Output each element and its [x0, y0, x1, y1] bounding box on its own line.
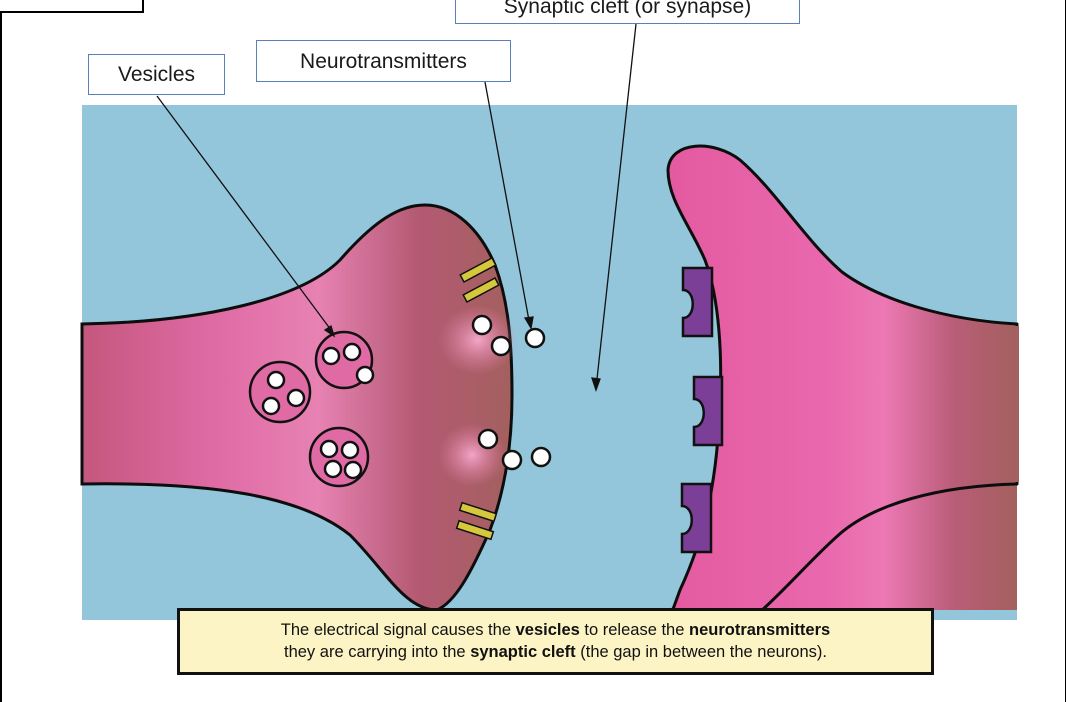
neurotransmitter: [473, 316, 491, 334]
neurotransmitter: [503, 451, 521, 469]
caption-box: The electrical signal causes the vesicle…: [177, 608, 934, 675]
neurotransmitters-label: Neurotransmitters: [256, 40, 511, 82]
vesicle: [250, 362, 310, 422]
caption-line-1: The electrical signal causes the vesicle…: [180, 619, 931, 641]
neurotransmitter: [526, 329, 544, 347]
caption-line-2: they are carrying into the synaptic clef…: [180, 641, 931, 663]
neurotransmitter: [479, 430, 497, 448]
synaptic-cleft-label: Synaptic cleft (or synapse): [455, 0, 800, 24]
vesicles-label: Vesicles: [88, 54, 225, 95]
vesicle: [316, 332, 373, 388]
vesicle: [310, 428, 368, 486]
neurotransmitter: [492, 337, 510, 355]
neurotransmitter: [532, 448, 550, 466]
